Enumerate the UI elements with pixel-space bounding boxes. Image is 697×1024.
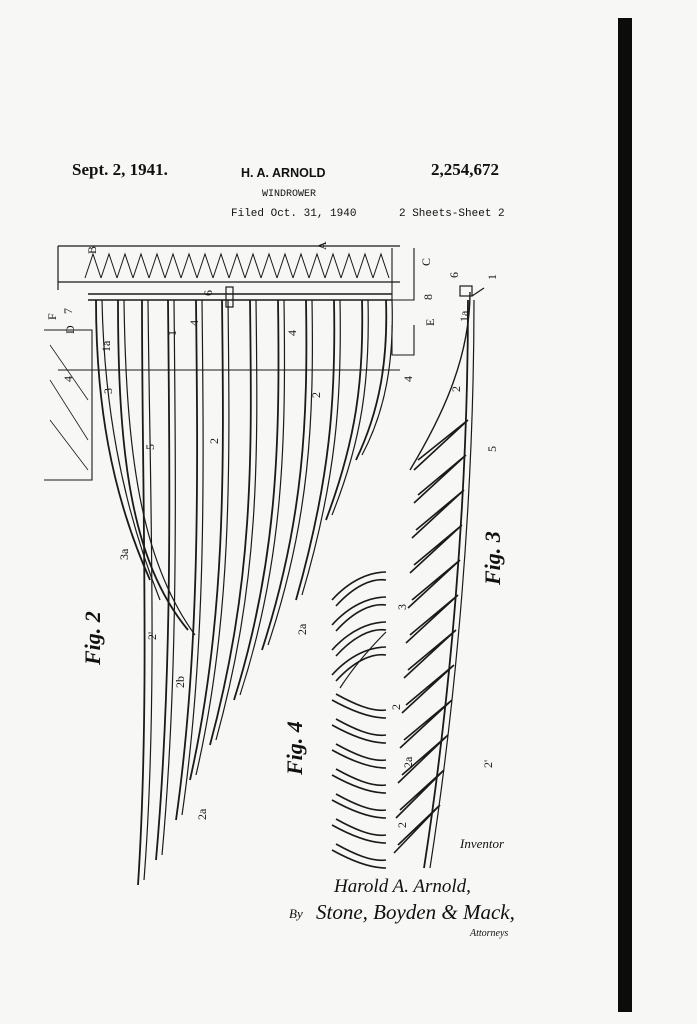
attorneys-signature: Stone, Boyden & Mack, (316, 900, 515, 924)
fig4-drawing (331, 571, 387, 869)
sheet-count: 2 Sheets-Sheet 2 (399, 208, 505, 220)
ref-label-C: C (419, 258, 433, 266)
fig2-drawing (44, 245, 415, 886)
ref-label-n3-fig4: 3 (395, 604, 409, 610)
ref-label-n6-fig3: 6 (447, 272, 461, 278)
fig3-title: Fig. 3 (480, 531, 505, 586)
scan-edge-bar (618, 18, 632, 1012)
ref-label-n2a-fig2-right: 2a (295, 623, 309, 635)
ref-label-n1a-fig2: 1a (99, 340, 113, 352)
inventor-label: Inventor (460, 836, 505, 851)
ref-label-n2b-fig2: 2b (173, 676, 187, 688)
ref-label-n2-fig4-lower: 2 (395, 822, 409, 828)
ref-label-n6-fig2: 6 (201, 290, 215, 296)
ref-label-n2-fig2-upper: 2 (309, 392, 323, 398)
fig4-title: Fig. 4 (282, 721, 307, 776)
ref-label-n5-fig2: 5 (143, 444, 157, 450)
filed-date: Filed Oct. 31, 1940 (231, 208, 357, 220)
ref-label-n2-fig4-upper: 2 (389, 704, 403, 710)
ref-label-n2-fig3: 2 (449, 386, 463, 392)
fig3-drawing (393, 285, 485, 869)
ref-label-n3a-fig2: 3a (117, 548, 131, 560)
attorneys-label: Attorneys (470, 928, 509, 939)
patent-title: WINDROWER (262, 189, 317, 200)
ref-label-n7: 7 (61, 308, 75, 314)
ref-label-B: B (85, 246, 99, 254)
ref-label-F: F (45, 313, 59, 320)
ref-label-n1a-fig3: 1a (457, 310, 471, 322)
inventor-name-header: H. A. ARNOLD (241, 166, 326, 180)
ref-label-n8: 8 (421, 294, 435, 300)
ref-label-D: D (63, 325, 77, 334)
ref-label-n2a-fig3: 2a (401, 756, 415, 768)
ref-label-n2-fig2-mid: 2 (207, 438, 221, 444)
ref-label-n2a-fig2-lower: 2a (195, 808, 209, 820)
ref-label-n3-fig2: 3 (101, 388, 115, 394)
ref-label-n2p-fig2: 2' (145, 632, 159, 640)
patent-number: 2,254,672 (431, 160, 499, 179)
ref-label-n4-left: 4 (187, 320, 201, 326)
ref-label-A: A (315, 241, 329, 250)
ref-label-n1-fig2: 1 (165, 330, 179, 336)
ref-label-n4-right: 4 (285, 330, 299, 336)
ref-label-n2p-fig3: 2' (481, 760, 495, 768)
inventor-signature: Harold A. Arnold, (334, 876, 471, 897)
by-label: By (289, 906, 303, 921)
ref-label-n5-fig3: 5 (485, 446, 499, 452)
ref-label-n4-section-right: 4 (401, 376, 415, 382)
patent-date: Sept. 2, 1941. (72, 160, 168, 179)
ref-label-n1-fig3: 1 (485, 274, 499, 280)
fig2-title: Fig. 2 (80, 611, 105, 666)
ref-label-E: E (423, 319, 437, 326)
ref-label-n4-section-left: 4 (61, 376, 75, 382)
